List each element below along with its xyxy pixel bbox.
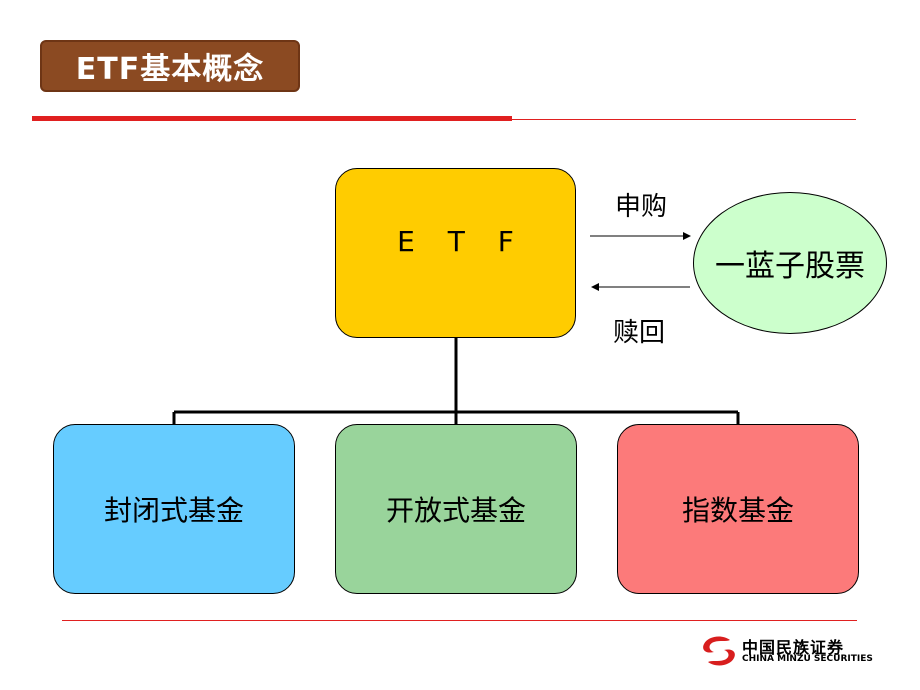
index-fund-node: 指数基金 — [617, 424, 859, 594]
subscribe-label: 申购 — [615, 192, 668, 222]
etf-node: E T F — [335, 168, 576, 338]
header-rule-thick — [32, 116, 512, 121]
logo-chinese-text: 中国民族证券 — [742, 638, 845, 657]
footer-rule — [62, 620, 857, 621]
company-logo: 中国民族证券 CHINA MINZU SECURITIES — [700, 634, 873, 668]
closed-fund-node: 封闭式基金 — [53, 424, 295, 594]
minzu-logo-icon — [703, 636, 735, 666]
stock-basket-node: 一蓝子股票 — [693, 192, 887, 334]
open-fund-node: 开放式基金 — [335, 424, 577, 594]
logo-english-text: CHINA MINZU SECURITIES — [742, 654, 873, 664]
redeem-label: 赎回 — [613, 318, 666, 348]
header-rule-thin — [512, 119, 856, 120]
slide-title: ETF基本概念 — [40, 40, 300, 92]
